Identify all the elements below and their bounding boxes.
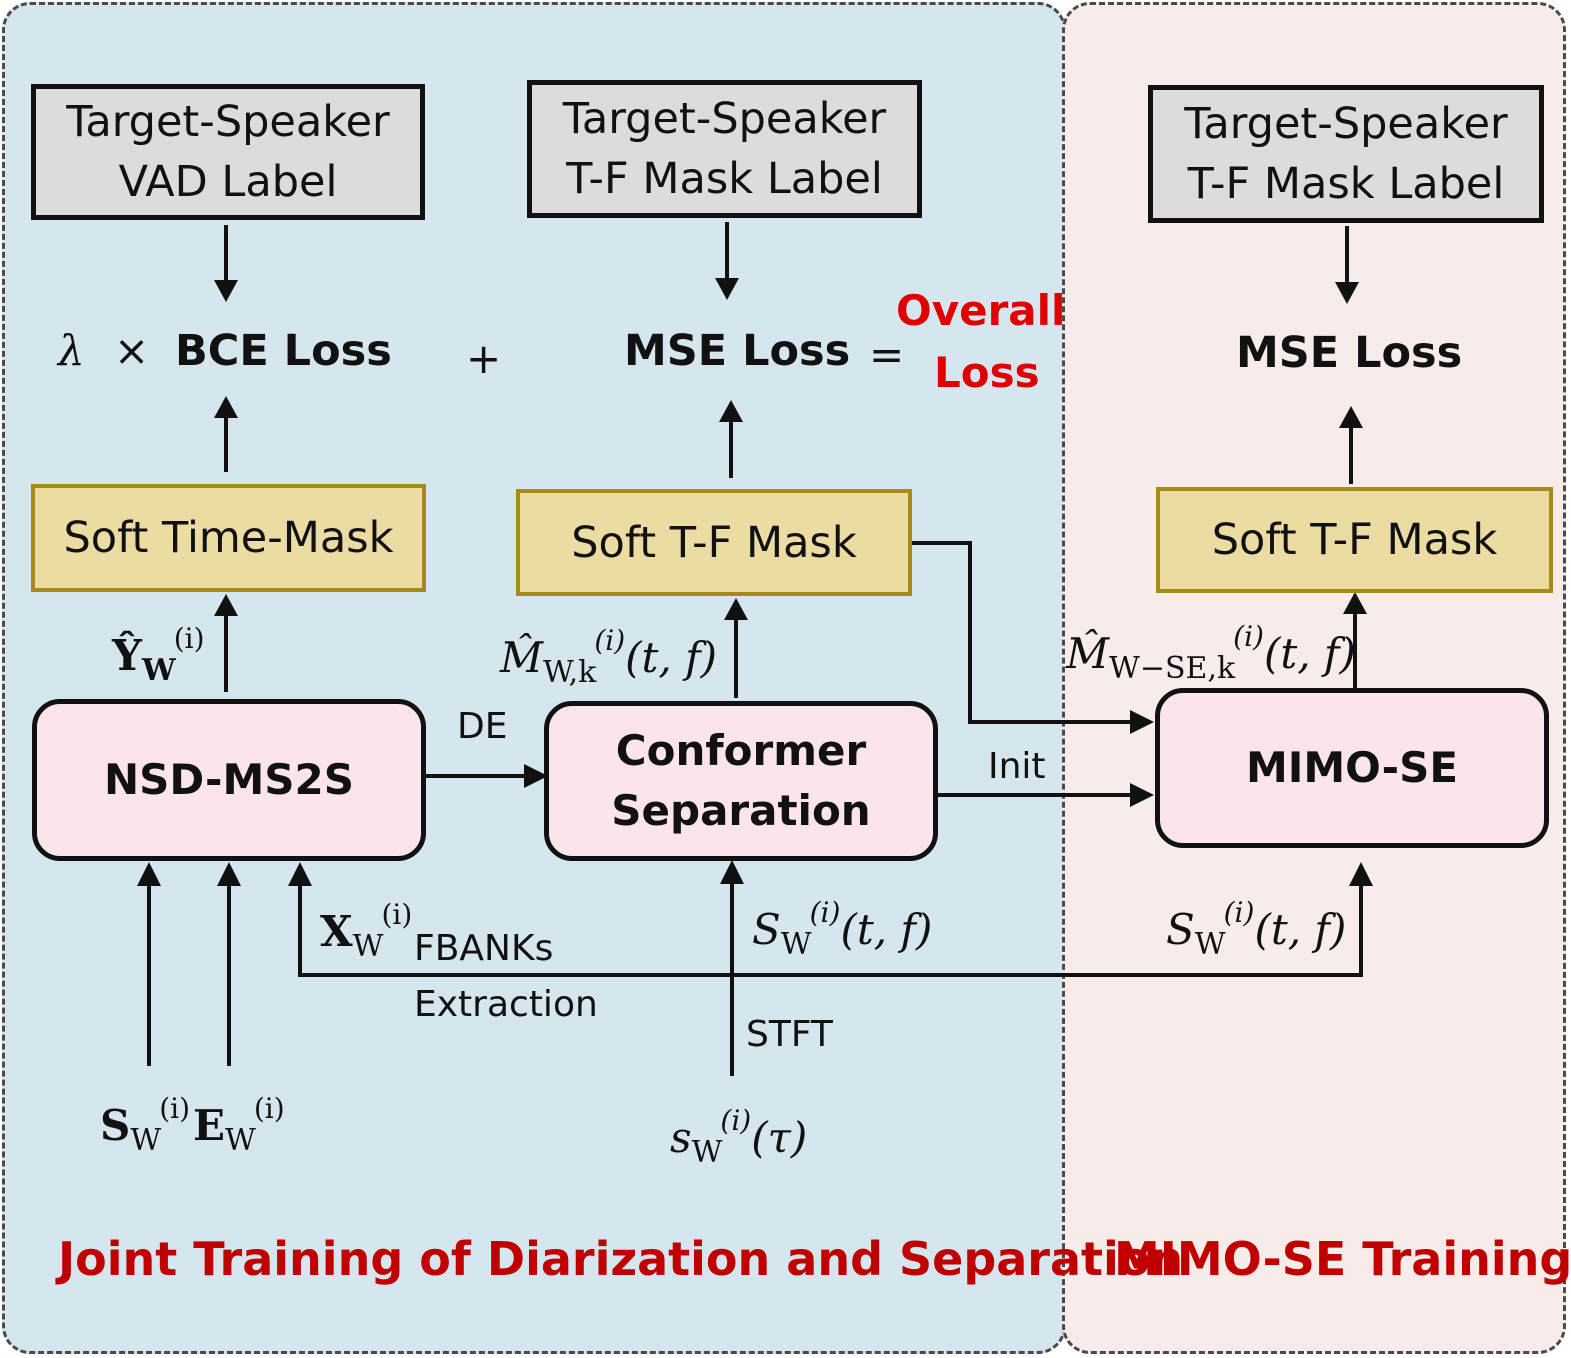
right-m-hat-label: M̂W−SE,k(i)(t, f) bbox=[1066, 620, 1356, 686]
soft-time-mask-label: Soft Time-Mask bbox=[63, 513, 394, 563]
soft-tf-mask-label: Soft T-F Mask bbox=[571, 517, 857, 568]
mimo-se-training-panel bbox=[1062, 2, 1566, 1354]
tf-label-line2: T-F Mask Label bbox=[566, 154, 883, 204]
joint-training-panel bbox=[2, 2, 1066, 1354]
fbanks-feed-line bbox=[298, 880, 1363, 977]
m-hat-label: M̂W,k(i)(t, f) bbox=[500, 624, 718, 690]
nsd-ms2s-box: NSD-MS2S bbox=[32, 699, 426, 861]
conformer-line2: Separation bbox=[611, 786, 871, 835]
right-mse-loss: MSE Loss bbox=[1236, 328, 1463, 378]
mse-loss: MSE Loss bbox=[624, 326, 851, 376]
right-tf-mask-label-box: Target-Speaker T-F Mask Label bbox=[1148, 85, 1544, 223]
e-bold-label: EW(i) bbox=[193, 1092, 285, 1158]
fbanks-line1: FBANKs bbox=[414, 928, 554, 969]
overall-loss-line2: Loss bbox=[934, 348, 1040, 397]
vad-label-line1: Target-Speaker bbox=[66, 97, 390, 147]
right-s-tf-label: SW(i)(t, f) bbox=[1166, 896, 1347, 962]
bce-loss: BCE Loss bbox=[175, 326, 392, 376]
de-label: DE bbox=[457, 706, 508, 747]
overall-loss-line1: Overall bbox=[896, 286, 1066, 335]
times-symbol: × bbox=[114, 326, 150, 375]
soft-tf-mask-box: Soft T-F Mask bbox=[516, 489, 912, 596]
conformer-separation-box: Conformer Separation bbox=[544, 701, 938, 861]
mimo-se-label: MIMO-SE bbox=[1245, 743, 1459, 792]
joint-training-title: Joint Training of Diarization and Separa… bbox=[58, 1232, 1184, 1286]
fbanks-line2: Extraction bbox=[414, 984, 598, 1025]
lambda-symbol: λ bbox=[58, 326, 85, 375]
arrow-tf-mask-to-mimo bbox=[910, 541, 1136, 724]
right-soft-tf-mask-box: Soft T-F Mask bbox=[1156, 487, 1553, 593]
vad-label-box: Target-Speaker VAD Label bbox=[31, 84, 425, 220]
s-tf-label: SW(i)(t, f) bbox=[752, 896, 933, 962]
nsd-ms2s-label: NSD-MS2S bbox=[104, 755, 354, 804]
soft-time-mask-box: Soft Time-Mask bbox=[31, 484, 426, 592]
equals-symbol: = bbox=[869, 330, 905, 379]
s-bold-label: SW(i) bbox=[100, 1092, 190, 1158]
init-label: Init bbox=[988, 746, 1046, 787]
right-soft-tf-mask-label: Soft T-F Mask bbox=[1211, 515, 1498, 565]
x-label: XW(i) bbox=[320, 898, 413, 964]
right-tf-label-line2: T-F Mask Label bbox=[1187, 159, 1505, 209]
stft-label: STFT bbox=[746, 1014, 833, 1055]
conformer-line1: Conformer bbox=[615, 726, 867, 775]
s-time-label: sW(i)(τ) bbox=[670, 1104, 808, 1170]
tf-label-line1: Target-Speaker bbox=[562, 94, 887, 144]
mimo-se-training-title: MIMO-SE Training bbox=[1114, 1232, 1571, 1286]
vad-label-line2: VAD Label bbox=[118, 157, 338, 207]
tf-mask-label-box: Target-Speaker T-F Mask Label bbox=[527, 80, 922, 218]
mimo-se-box: MIMO-SE bbox=[1155, 688, 1549, 848]
plus-symbol: + bbox=[466, 334, 502, 383]
right-tf-label-line1: Target-Speaker bbox=[1184, 99, 1508, 149]
y-hat-label: ŶW(i) bbox=[112, 622, 205, 688]
